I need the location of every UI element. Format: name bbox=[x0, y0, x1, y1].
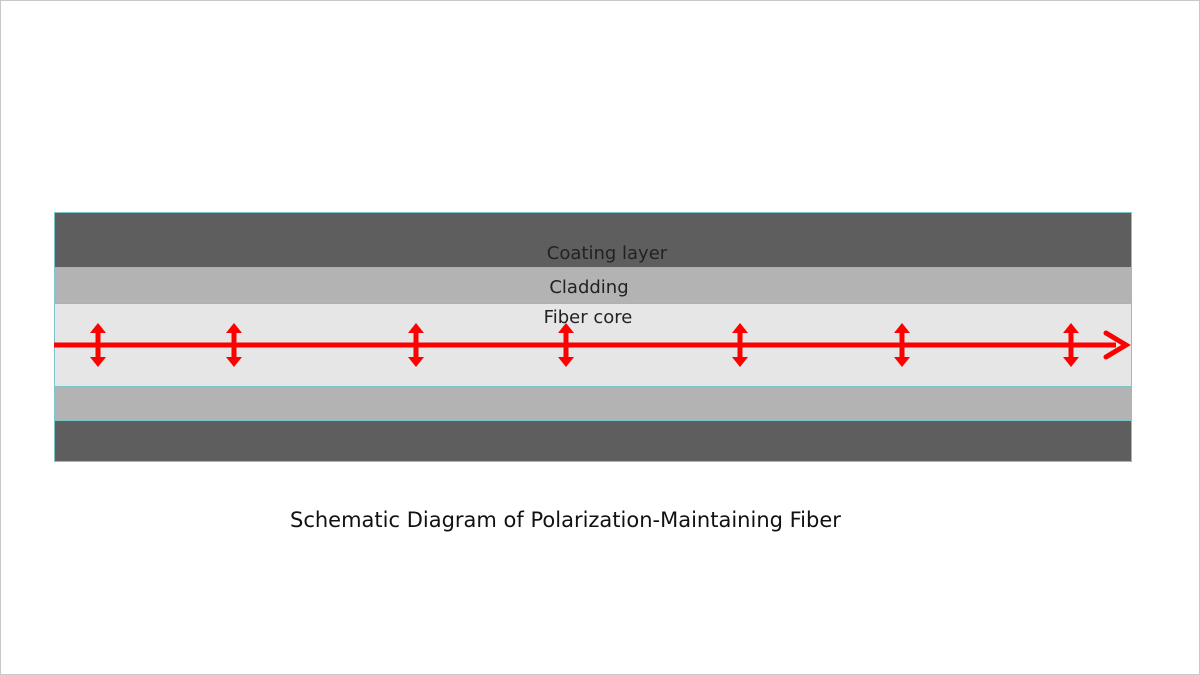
marker-head-down bbox=[1063, 357, 1079, 367]
cladding-layer-bottom bbox=[55, 387, 1131, 420]
propagation-arrow bbox=[54, 330, 1131, 360]
polarization-markers bbox=[90, 323, 1079, 367]
polarization-marker bbox=[732, 323, 748, 367]
polarization-marker bbox=[1063, 323, 1079, 367]
arrow-head bbox=[1103, 330, 1131, 360]
marker-head-down bbox=[894, 357, 910, 367]
marker-head-up bbox=[90, 323, 106, 333]
marker-head-up bbox=[1063, 323, 1079, 333]
marker-head-up bbox=[408, 323, 424, 333]
coating-layer-bottom bbox=[55, 420, 1131, 461]
marker-head-down bbox=[558, 357, 574, 367]
marker-head-up bbox=[558, 323, 574, 333]
fiber-core-label: Fiber core bbox=[543, 307, 633, 328]
coating-layer-label: Coating layer bbox=[546, 243, 668, 264]
marker-head-up bbox=[732, 323, 748, 333]
polarization-marker bbox=[90, 323, 106, 367]
diagram-caption: Schematic Diagram of Polarization-Mainta… bbox=[290, 508, 841, 532]
polarization-marker bbox=[408, 323, 424, 367]
marker-head-up bbox=[894, 323, 910, 333]
polarization-marker bbox=[558, 323, 574, 367]
marker-head-down bbox=[732, 357, 748, 367]
polarization-marker bbox=[226, 323, 242, 367]
polarization-marker bbox=[894, 323, 910, 367]
coating-layer-top bbox=[55, 213, 1131, 267]
marker-head-up bbox=[226, 323, 242, 333]
fiber-cross-section bbox=[54, 212, 1132, 462]
marker-head-down bbox=[226, 357, 242, 367]
marker-head-down bbox=[90, 357, 106, 367]
marker-head-down bbox=[408, 357, 424, 367]
cladding-label: Cladding bbox=[549, 277, 629, 298]
cladding-layer-top bbox=[55, 267, 1131, 303]
